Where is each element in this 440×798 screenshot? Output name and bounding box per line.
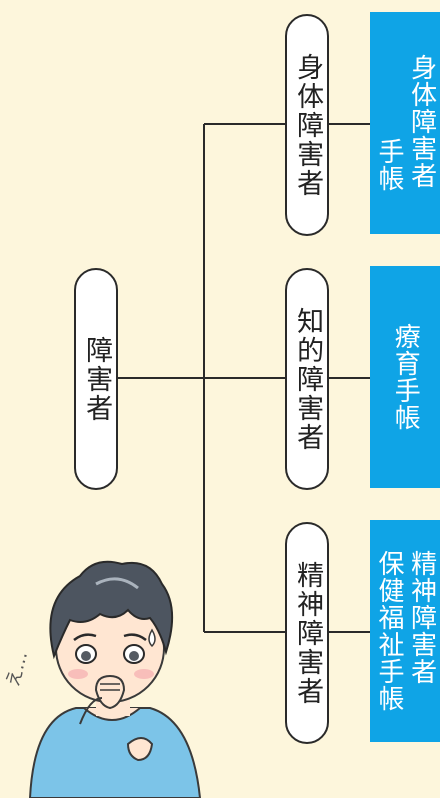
card-ryoiku-handbook: 療育手帳 <box>370 266 440 488</box>
eyes <box>75 644 145 664</box>
branch-label-physical: 身体障害者 <box>292 52 324 198</box>
worried-boy-illustration: え… <box>3 560 202 798</box>
sweat-drop <box>148 628 156 648</box>
card-physical-line-2: 手帳 <box>374 138 404 192</box>
branch-label-mental: 精神障害者 <box>292 560 324 706</box>
shirt <box>28 707 202 798</box>
branch-label-intellectual: 知的障害者 <box>292 306 324 452</box>
branch-node-intellectual: 知的障害者 <box>285 268 329 490</box>
root-label: 障害者 <box>81 335 113 423</box>
card-physical-line-1: 身体障害者 <box>406 54 437 189</box>
exclamation-text: え… <box>3 649 33 689</box>
card-mental-line-2: 保健福祉手帳 <box>374 550 404 712</box>
branch-node-mental: 精神障害者 <box>285 522 329 744</box>
card-physical-handbook: 身体障害者 手帳 <box>370 12 440 234</box>
root-node: 障害者 <box>74 268 118 490</box>
card-mental-line-1: 精神障害者 <box>406 550 437 685</box>
card-ryoiku-line-1: 療育手帳 <box>390 323 421 431</box>
card-mental-handbook: 精神障害者 保健福祉手帳 <box>370 520 440 742</box>
branch-node-physical: 身体障害者 <box>285 14 329 236</box>
hair <box>49 560 174 660</box>
